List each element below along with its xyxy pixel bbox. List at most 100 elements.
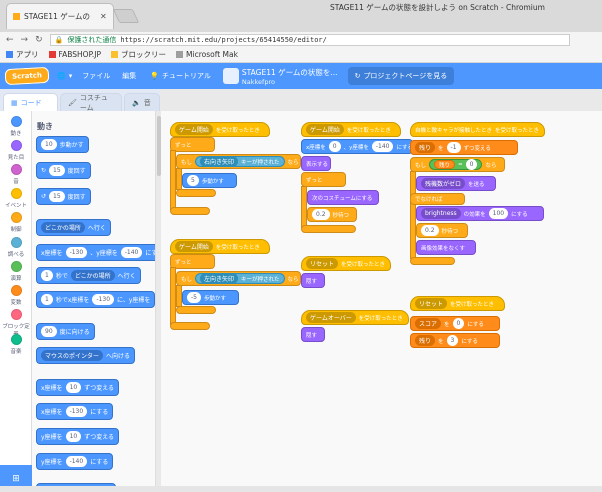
tutorials-button[interactable]: 💡チュートリアル (150, 71, 211, 81)
category-3[interactable]: イベント (0, 188, 32, 209)
block-input[interactable]: 0 (465, 159, 478, 170)
category-6[interactable]: 演算 (0, 261, 32, 282)
block-dropdown[interactable]: マウスのポインター (41, 350, 104, 361)
category-5[interactable]: 調べる (0, 237, 32, 258)
block-input[interactable]: 0 (328, 141, 341, 152)
key-pressed-block[interactable]: 右向き矢印キーが押された (195, 156, 285, 167)
variable-reporter-block[interactable]: 残り (434, 160, 456, 169)
tab-sounds[interactable]: 🔈音 (124, 93, 160, 111)
block-dropdown[interactable]: どこかの場所 (41, 222, 85, 233)
block-input[interactable]: 10 (41, 139, 57, 150)
browser-tab[interactable]: STAGE11 ゲームの ✕ (6, 3, 114, 29)
block-input[interactable]: 1 (41, 270, 53, 281)
palette-point-towards-block[interactable]: マウスのポインターへ向ける (36, 347, 136, 364)
close-tab-icon[interactable]: ✕ (100, 12, 107, 21)
block-input[interactable]: 15 (49, 191, 65, 202)
block-dropdown[interactable]: ゲーム開始 (306, 124, 344, 135)
bookmark-blockly[interactable]: ブロックリー (111, 49, 166, 60)
key-pressed-block[interactable]: 左向き矢印キーが押された (195, 273, 285, 284)
when-receive-hat-block[interactable]: ゲームオーバーを受け取ったとき (301, 310, 409, 325)
block-input[interactable]: -140 (120, 247, 143, 258)
forever-block[interactable]: ずっと (301, 172, 346, 187)
equals-operator-block[interactable]: 残り=0 (429, 159, 483, 170)
category-1[interactable]: 見た目 (0, 140, 32, 161)
palette-goto-block[interactable]: どこかの場所へ行く (36, 219, 111, 236)
block-dropdown[interactable]: 右向き矢印 (200, 156, 239, 167)
next-costume-block[interactable]: 次のコスチュームにする (307, 190, 379, 205)
forward-icon[interactable]: → (20, 34, 29, 45)
block-dropdown[interactable]: 残り (415, 142, 436, 153)
bookmark-microsoft[interactable]: Microsoft Mak (176, 50, 238, 59)
block-input[interactable]: 15 (49, 165, 65, 176)
reload-icon[interactable]: ↻ (35, 34, 43, 45)
block-input[interactable]: 5 (187, 175, 199, 186)
block-input[interactable]: 90 (41, 326, 57, 337)
when-receive-hat-block[interactable]: リセットを受け取ったとき (301, 256, 391, 271)
tab-code[interactable]: ▦コード (3, 93, 58, 111)
block-dropdown[interactable]: リセット (415, 298, 448, 309)
bookmark-fabshop[interactable]: FABSHOP.JP (48, 50, 101, 59)
edit-menu[interactable]: 編集 (122, 71, 136, 81)
block-input[interactable]: -5 (187, 292, 201, 303)
if-block[interactable]: もし右向き矢印キーが押されたなら (176, 154, 301, 169)
block-dropdown[interactable]: ゲームオーバー (306, 312, 356, 323)
block-input[interactable]: 100 (488, 208, 509, 219)
block-input[interactable]: 0.2 (312, 209, 330, 220)
block-input[interactable]: 3 (446, 335, 459, 346)
block-input[interactable]: -130 (92, 294, 115, 305)
project-title[interactable]: STAGE11 ゲームの状態を... (241, 67, 338, 77)
when-receive-hat-block[interactable]: リセットを受け取ったとき (410, 296, 505, 311)
url-text[interactable]: https://scratch.mit.edu/projects/6541455… (120, 35, 327, 44)
show-block[interactable]: 表示する (301, 156, 331, 171)
block-input[interactable]: -130 (65, 406, 88, 417)
block-input[interactable]: 1 (41, 294, 53, 305)
block-input[interactable]: 0 (452, 318, 465, 329)
back-icon[interactable]: ← (6, 34, 14, 45)
block-dropdown[interactable]: ゲーム開始 (175, 124, 213, 135)
file-menu[interactable]: ファイル (82, 71, 110, 81)
clear-effects-block[interactable]: 画像効果をなくす (416, 240, 476, 255)
block-dropdown[interactable]: スコア (415, 318, 442, 329)
when-receive-hat-block[interactable]: ゲーム開始を受け取ったとき (170, 122, 270, 137)
block-dropdown[interactable]: brightness (421, 208, 461, 219)
broadcast-block[interactable]: 残機数がゼロを送る (416, 176, 496, 191)
block-dropdown[interactable]: どこかの場所 (70, 270, 115, 281)
block-input[interactable]: 10 (65, 431, 82, 442)
block-input[interactable]: -140 (371, 141, 394, 152)
scratch-logo[interactable]: Scratch (4, 66, 50, 86)
when-receive-hat-block[interactable]: 自機と敵キャラが接触したときを受け取ったとき (410, 122, 545, 137)
when-receive-hat-block[interactable]: ゲーム開始を受け取ったとき (301, 122, 401, 137)
tab-costumes[interactable]: 🖌コスチューム (60, 93, 122, 112)
block-dropdown[interactable]: リセット (306, 258, 339, 269)
if-block[interactable]: もし左向き矢印キーが押されたなら (176, 271, 301, 286)
project-info[interactable]: STAGE11 ゲームの状態を... Nakkefpro (222, 67, 338, 86)
block-input[interactable]: 10 (65, 382, 82, 393)
block-input[interactable]: -140 (65, 456, 88, 467)
language-menu[interactable]: 🌐▾ (57, 72, 72, 80)
palette-scrollbar[interactable] (157, 116, 161, 176)
block-input[interactable]: -1 (446, 142, 461, 153)
category-4[interactable]: 制御 (0, 212, 32, 233)
hide-block[interactable]: 隠す (301, 327, 325, 342)
hide-block[interactable]: 隠す (301, 273, 325, 288)
block-dropdown[interactable]: 残り (415, 335, 436, 346)
